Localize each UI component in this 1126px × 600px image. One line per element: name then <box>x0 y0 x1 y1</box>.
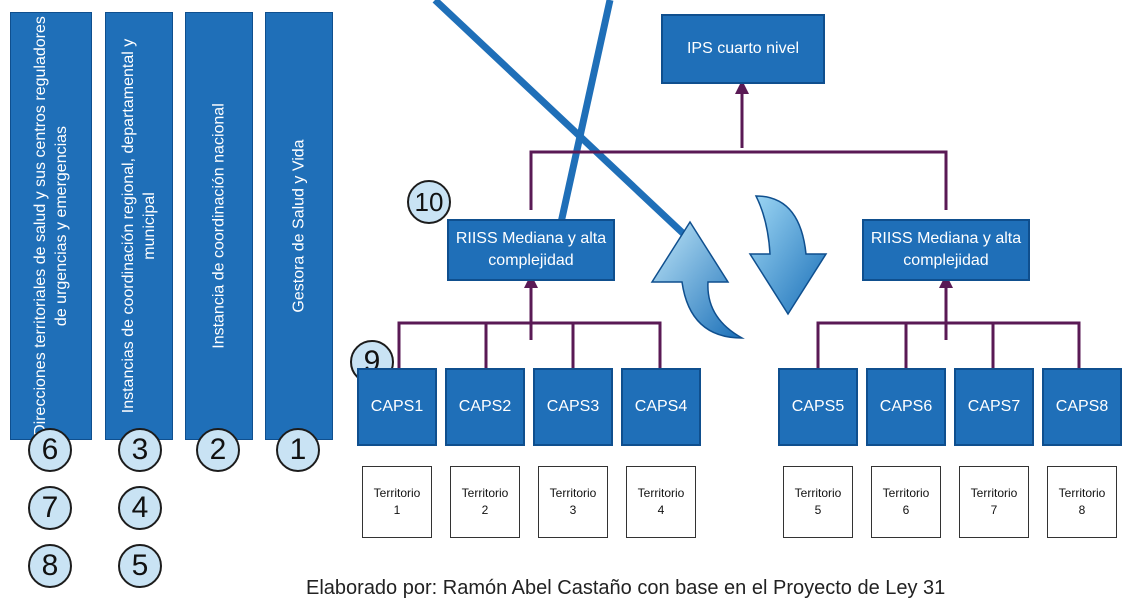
arrowhead-riiss-left <box>524 274 538 288</box>
column-gestora: Gestora de Salud y Vida <box>265 12 333 440</box>
caps-box-2: CAPS2 <box>445 368 525 446</box>
territorio-label: Territorio <box>637 486 685 500</box>
number-circle-8: 8 <box>28 544 72 588</box>
territorio-box-4: Territorio 4 <box>626 466 696 538</box>
territorio-number: 8 <box>1078 503 1086 517</box>
caps-box-3: CAPS3 <box>533 368 613 446</box>
column-instancia-nacional-text: Instancia de coordinación nacional <box>210 103 228 349</box>
territorio-label: Territorio <box>970 486 1018 500</box>
caps-box-4: CAPS4 <box>621 368 701 446</box>
territorio-label: Territorio <box>882 486 930 500</box>
number-circle-10: 10 <box>407 180 451 224</box>
number-circle-6: 6 <box>28 428 72 472</box>
territorio-number: 7 <box>990 503 998 517</box>
territorio-label: Territorio <box>794 486 842 500</box>
ips-box: IPS cuarto nivel <box>661 14 825 84</box>
cycle-arrows-icon <box>650 195 828 339</box>
column-instancia-nacional: Instancia de coordinación nacional <box>185 12 253 440</box>
territorio-label: Territorio <box>549 486 597 500</box>
territorio-number: 6 <box>902 503 910 517</box>
number-circle-7: 7 <box>28 486 72 530</box>
arrowhead-riiss-right <box>939 274 953 288</box>
number-circle-4: 4 <box>118 486 162 530</box>
column-instancias-regional-text: Instancias de coordinación regional, dep… <box>120 38 158 414</box>
territorio-box-2: Territorio 2 <box>450 466 520 538</box>
territorio-label: Territorio <box>373 486 421 500</box>
territorio-box-8: Territorio 8 <box>1047 466 1117 538</box>
caps-box-7: CAPS7 <box>954 368 1034 446</box>
territorio-box-1: Territorio 1 <box>362 466 432 538</box>
riiss-left-box: RIISS Mediana y alta complejidad <box>447 219 615 281</box>
number-circle-2: 2 <box>196 428 240 472</box>
column-direcciones-text: Direcciones territoriales de salud y sus… <box>32 16 70 436</box>
caps-box-6: CAPS6 <box>866 368 946 446</box>
caps-box-1: CAPS1 <box>357 368 437 446</box>
number-circle-1: 1 <box>276 428 320 472</box>
column-gestora-text: Gestora de Salud y Vida <box>290 139 308 313</box>
territorio-number: 4 <box>657 503 665 517</box>
column-direcciones: Direcciones territoriales de salud y sus… <box>10 12 92 440</box>
territorio-box-7: Territorio 7 <box>959 466 1029 538</box>
caps-box-8: CAPS8 <box>1042 368 1122 446</box>
pointer-line-right <box>551 0 614 251</box>
riiss-right-box: RIISS Mediana y alta complejidad <box>862 219 1030 281</box>
pointer-line-left <box>432 0 691 241</box>
territorio-box-6: Territorio 6 <box>871 466 941 538</box>
caps-box-5: CAPS5 <box>778 368 858 446</box>
territorio-box-5: Territorio 5 <box>783 466 853 538</box>
column-instancias-regional: Instancias de coordinación regional, dep… <box>105 12 173 440</box>
number-circle-5: 5 <box>118 544 162 588</box>
territorio-number: 3 <box>569 503 577 517</box>
territorio-number: 2 <box>481 503 489 517</box>
tree-connectors <box>397 90 1081 370</box>
number-circle-3: 3 <box>118 428 162 472</box>
territorio-number: 5 <box>814 503 822 517</box>
territorio-box-3: Territorio 3 <box>538 466 608 538</box>
territorio-label: Territorio <box>461 486 509 500</box>
arrowhead-ips <box>735 80 749 94</box>
territorio-number: 1 <box>393 503 401 517</box>
territorio-label: Territorio <box>1058 486 1106 500</box>
caption-text: Elaborado por: Ramón Abel Castaño con ba… <box>306 577 946 599</box>
